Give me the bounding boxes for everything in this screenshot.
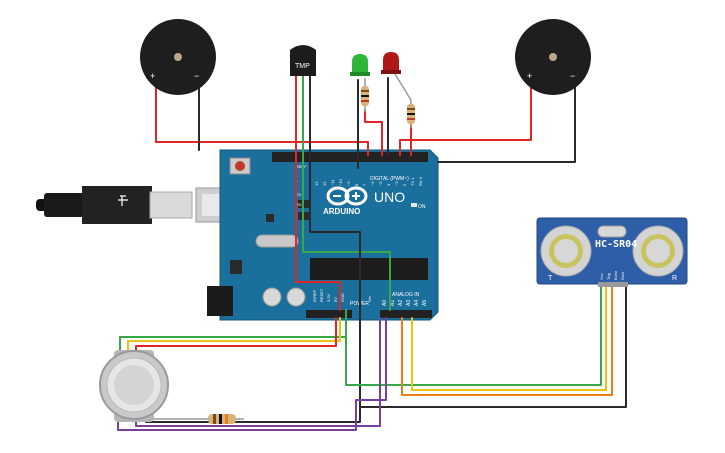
gas-sensor: [99, 350, 169, 422]
model-label: UNO: [374, 189, 405, 205]
sensor-pin-label: Gnd: [620, 272, 625, 280]
buzzer-minus-label: −: [194, 71, 199, 81]
wire-red: [295, 74, 341, 311]
wire-purple: [135, 317, 381, 427]
wire-black: [437, 84, 576, 163]
digital-pin-label: 12: [322, 181, 327, 186]
l-label: L: [296, 178, 299, 183]
buzzer-minus-label: −: [570, 71, 575, 81]
analog-pin-label: A3: [406, 300, 412, 306]
digital-pin-label: ~9: [346, 181, 351, 186]
sensor-name: HC-SR04: [595, 239, 637, 250]
analog-pin-label: A5: [422, 300, 428, 306]
usb-icon: [118, 195, 128, 206]
arduino-board: ARDUINO UNO ON DIGITAL (PWM~) POWER ANAL…: [207, 149, 439, 321]
digital-header: [272, 152, 428, 162]
wire-yellow: [411, 286, 607, 391]
vin-label: Vin: [367, 296, 372, 302]
digital-label: DIGITAL (PWM~): [370, 176, 409, 182]
analog-header: [380, 310, 432, 318]
power-header: [306, 310, 352, 318]
analog-pin-label: A2: [398, 300, 404, 306]
led-green: [350, 54, 370, 76]
wire-green: [302, 74, 391, 311]
buzzer-plus-label: +: [527, 71, 532, 81]
wire-purple: [117, 317, 387, 431]
ioref-label: IOREF: [312, 289, 317, 302]
temperature-sensor: TMP: [290, 45, 316, 76]
digital-pin-label: 4: [386, 183, 391, 186]
tx-label: TX: [296, 192, 301, 197]
sensor-pin-label: Vcc: [599, 273, 604, 280]
resistor: [394, 73, 415, 128]
aref-label: AREF: [296, 164, 307, 169]
digital-pin-label: 8: [354, 183, 359, 186]
gnd-label: GND: [340, 293, 345, 302]
rx-label: RX: [296, 202, 302, 207]
digital-pin-label: ~5: [378, 181, 383, 186]
wire-black: [309, 74, 361, 421]
v33-label: 3.3V: [326, 293, 331, 302]
on-label: ON: [418, 204, 426, 210]
reset-label: RESET: [319, 288, 324, 302]
capacitor: [262, 287, 282, 307]
resistor: [361, 78, 369, 112]
analog-pin-label: A4: [414, 300, 420, 306]
digital-pin-label: TX 1: [410, 177, 415, 186]
resistor: [146, 414, 244, 424]
digital-pin-label: RX 0: [418, 176, 423, 186]
digital-pin-label: ~10: [338, 178, 343, 186]
arduino-logo: [326, 186, 368, 206]
atmega-chip: [310, 258, 428, 280]
led-red: [381, 52, 401, 74]
power-jack: [207, 286, 233, 316]
analog-pin-label: A1: [390, 300, 396, 306]
brand-label: ARDUINO: [323, 207, 360, 216]
wire-red: [399, 84, 532, 156]
wire-red: [155, 84, 369, 156]
crystal: [255, 234, 299, 248]
tmp-label: TMP: [295, 63, 310, 70]
digital-pin-label: ~11: [330, 179, 335, 186]
wires: [117, 74, 627, 431]
wire-red: [364, 109, 383, 156]
r-label: R: [672, 275, 677, 282]
digital-pin-label: ~3: [394, 181, 399, 186]
analog-label: ANALOG IN: [392, 292, 420, 298]
wire-orange: [401, 286, 613, 396]
digital-pin-label: 7: [362, 183, 367, 186]
digital-pin-label: 13: [314, 181, 319, 186]
v5-label: 5V: [333, 297, 338, 302]
sensor-pin-label: Trig: [606, 273, 611, 280]
t-label: T: [548, 275, 553, 282]
capacitor: [286, 287, 306, 307]
wire-green: [345, 286, 602, 386]
buzzer-plus-label: +: [150, 71, 155, 81]
digital-pin-label: 2: [402, 183, 407, 186]
wire-black: [359, 286, 627, 408]
wire-yellow: [127, 317, 341, 356]
buzzer-left: + −: [140, 19, 216, 95]
wire-green: [119, 336, 347, 356]
buzzer-right: + −: [515, 19, 591, 95]
sensor-pin-label: Echo: [613, 270, 618, 280]
digital-pin-label: ~6: [370, 181, 375, 186]
analog-pin-label: A0: [382, 300, 388, 306]
